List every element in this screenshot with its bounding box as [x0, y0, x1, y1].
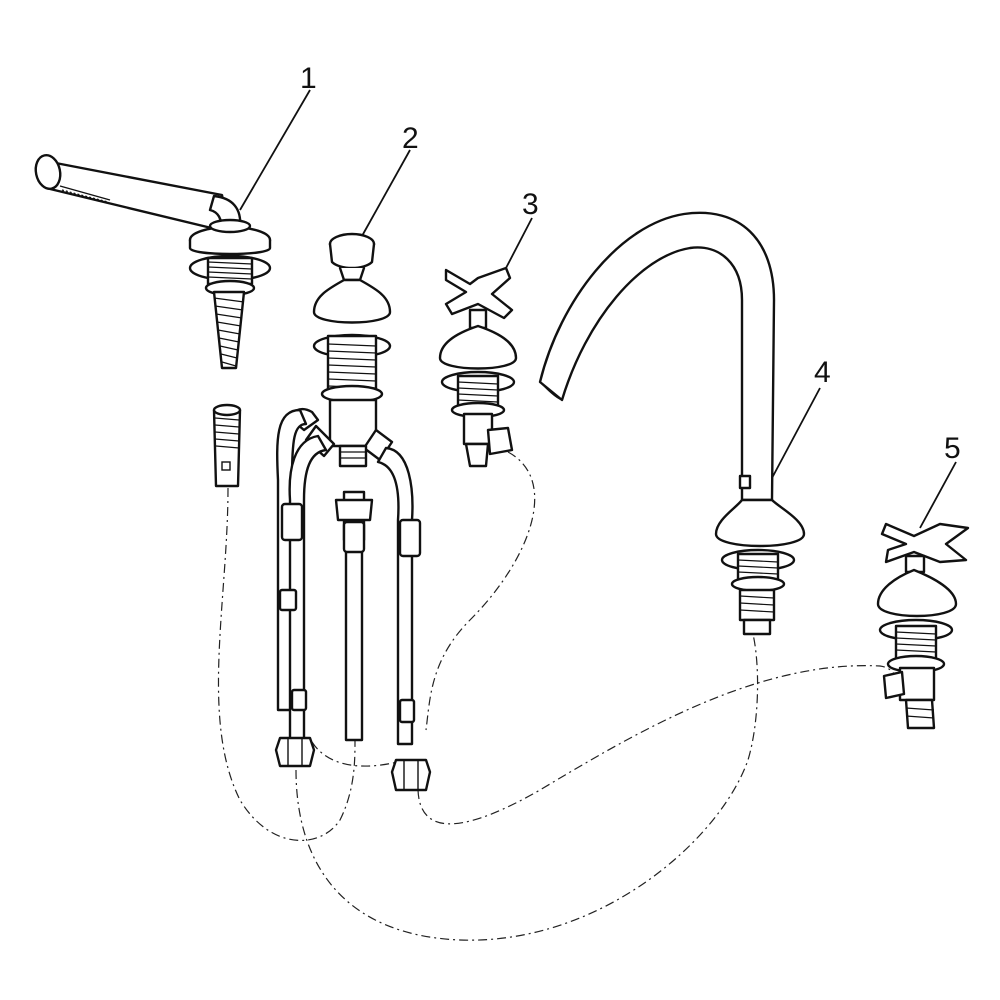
- callout-3-leader: [505, 217, 533, 269]
- part-5-valve: [876, 522, 970, 730]
- part-2-diverter: [274, 232, 432, 792]
- part-3-valve: [438, 266, 518, 468]
- callout-5-leader: [919, 461, 957, 529]
- callout-3-label: 3: [522, 188, 539, 221]
- hose-line-center-return: [311, 741, 406, 767]
- part-4-spout: [538, 211, 806, 636]
- hose-line-valve-3: [425, 451, 536, 731]
- callout-5-label: 5: [944, 432, 961, 465]
- callout-4-leader: [771, 387, 821, 479]
- callout-2-label: 2: [402, 122, 419, 155]
- callout-5: 5: [919, 432, 961, 529]
- callout-3: 3: [505, 188, 539, 269]
- part-1-handshower: [34, 153, 272, 488]
- callout-2: 2: [361, 122, 419, 237]
- hose-line-valve-5: [417, 665, 899, 825]
- hose-routing-lines: [217, 451, 899, 941]
- callout-4-label: 4: [814, 356, 831, 389]
- hose-line-left-supply: [295, 629, 759, 941]
- callout-2-leader: [361, 149, 411, 237]
- callout-1: 1: [239, 62, 317, 211]
- callout-1-leader: [239, 89, 311, 211]
- callout-1-label: 1: [300, 62, 317, 95]
- callout-4: 4: [771, 356, 831, 479]
